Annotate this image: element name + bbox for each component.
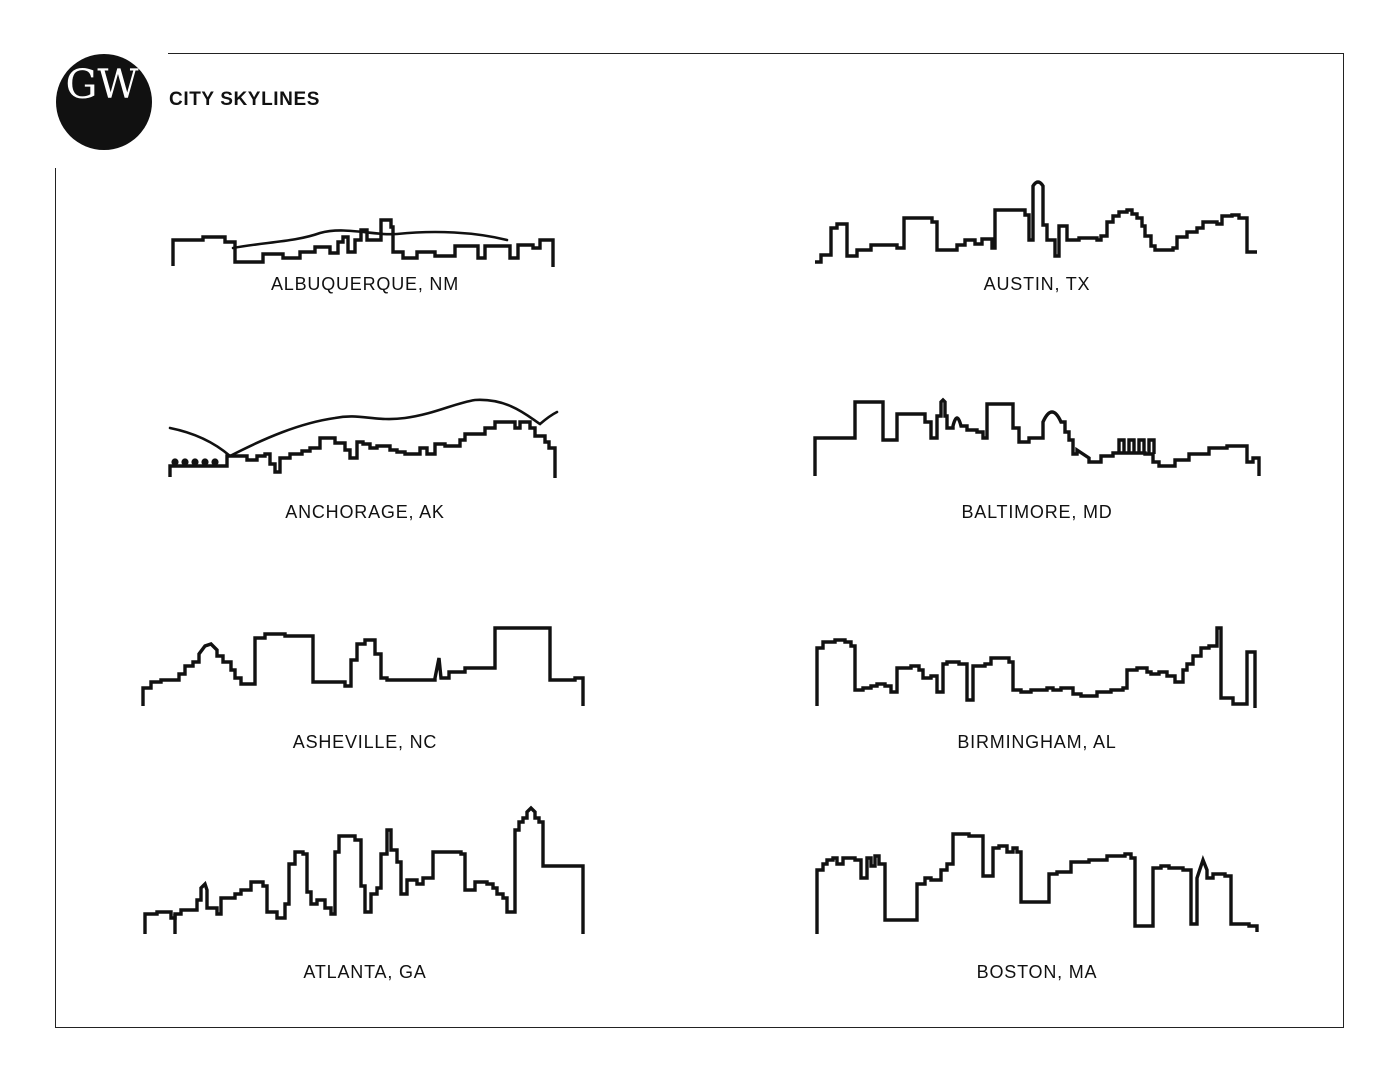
- skyline-card-birmingham: BIRMINGHAM, AL: [807, 626, 1267, 828]
- skyline-label: ANCHORAGE, AK: [285, 502, 445, 522]
- atlanta-skyline-drawing: [143, 805, 585, 934]
- skyline-label: BOSTON, MA: [976, 962, 1098, 982]
- skyline-card-albuquerque: ALBUQUERQUE, NM: [135, 170, 595, 370]
- skyline-card-boston: BOSTON, MA: [807, 808, 1267, 1008]
- austin-skyline-drawing: [815, 180, 1257, 264]
- harbor-tank-marker: [181, 458, 189, 466]
- skyline-card-baltimore: BALTIMORE, MD: [807, 397, 1267, 598]
- skyline-card-austin: AUSTIN, TX: [807, 170, 1267, 370]
- albuquerque-skyline-drawing: [171, 218, 555, 267]
- harbor-tank-marker: [201, 458, 209, 466]
- skyline-label: ALBUQUERQUE, NM: [270, 274, 460, 294]
- skyline-card-asheville: ASHEVILLE, NC: [135, 626, 595, 828]
- baltimore-skyline-drawing: [813, 397, 1261, 476]
- skyline-label: BALTIMORE, MD: [961, 502, 1113, 522]
- harbor-tank-marker: [191, 458, 199, 466]
- logo-letter-g: GW: [65, 62, 138, 108]
- harbor-tank-marker: [211, 458, 219, 466]
- harbor-tank-marker: [171, 458, 179, 466]
- asheville-skyline-drawing: [141, 626, 585, 706]
- skyline-card-anchorage: ANCHORAGE, AK: [135, 398, 595, 598]
- skyline-label: BIRMINGHAM, AL: [957, 732, 1117, 752]
- page-title: CITY SKYLINES: [169, 89, 321, 110]
- skyline-label: AUSTIN, TX: [983, 274, 1091, 294]
- boston-skyline-drawing: [815, 832, 1259, 934]
- anchorage-skyline-drawing: [168, 398, 559, 478]
- birmingham-skyline-drawing: [815, 626, 1257, 708]
- skyline-label: ATLANTA, GA: [303, 962, 427, 982]
- gw-logo-icon: GW: [56, 54, 152, 150]
- print-frame: [55, 53, 1344, 1028]
- skyline-label: ASHEVILLE, NC: [292, 732, 438, 752]
- skyline-card-atlanta: ATLANTA, GA: [135, 805, 595, 1008]
